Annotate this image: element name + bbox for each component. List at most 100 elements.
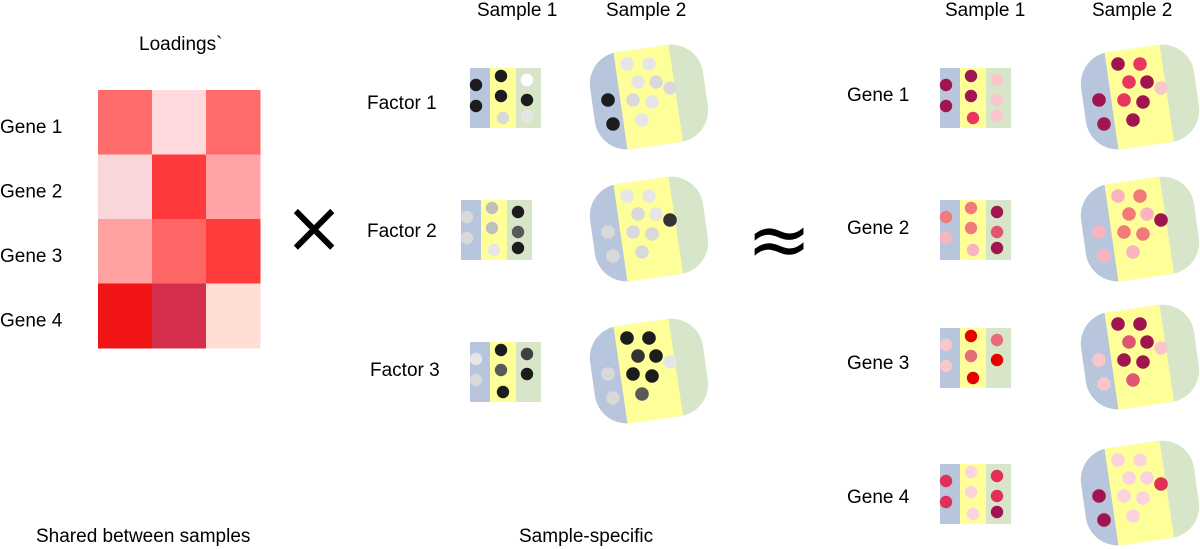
spot — [496, 385, 510, 399]
spot — [1092, 93, 1106, 107]
spot — [601, 225, 615, 239]
spot — [520, 109, 534, 123]
gene-row-label: Gene 4 — [847, 487, 910, 508]
approx-icon: ≈ — [746, 195, 811, 285]
spot — [635, 245, 649, 259]
spot — [1122, 75, 1136, 89]
spot — [1097, 513, 1111, 527]
heatmap-cell — [152, 283, 207, 349]
spot — [460, 231, 474, 245]
spot — [966, 111, 980, 125]
spot — [626, 225, 640, 239]
spot — [1111, 57, 1125, 71]
factor-sample-1-header: Sample 1 — [477, 0, 558, 21]
spot — [620, 189, 634, 203]
spot — [1111, 317, 1125, 331]
spot — [601, 367, 615, 381]
region-blue — [940, 328, 960, 388]
spot — [939, 474, 953, 488]
heatmap-cell — [98, 154, 153, 220]
spot — [1136, 355, 1150, 369]
spot — [1126, 245, 1140, 259]
spot — [1133, 453, 1147, 467]
spot — [1092, 489, 1106, 503]
gene-row-label: Gene 2 — [847, 218, 909, 239]
spot — [990, 93, 1004, 107]
spot — [645, 227, 659, 241]
spot — [649, 349, 663, 363]
spot — [1122, 335, 1136, 349]
spot — [601, 93, 615, 107]
spot — [511, 225, 525, 239]
heatmap-cell — [152, 219, 207, 284]
spot — [663, 355, 677, 369]
spot — [1111, 189, 1125, 203]
spot — [964, 201, 978, 215]
gene-label: Gene 2 — [0, 182, 62, 203]
spot — [494, 363, 508, 377]
spot — [1133, 57, 1147, 71]
spot — [649, 75, 663, 89]
region-blue — [470, 342, 490, 402]
loadings-heatmap — [98, 90, 261, 349]
spot — [626, 93, 640, 107]
spot — [663, 81, 677, 95]
gene-sample-1-map — [939, 328, 1011, 388]
spot — [645, 369, 659, 383]
spot — [1111, 453, 1125, 467]
spot — [939, 495, 953, 509]
spot — [1133, 317, 1147, 331]
spot — [1097, 377, 1111, 391]
factor-sample-2-map — [585, 40, 713, 154]
spot — [460, 210, 474, 224]
spot — [520, 367, 534, 381]
gene-sample-1-map — [939, 68, 1011, 128]
spot — [1136, 95, 1150, 109]
spot — [485, 201, 499, 215]
heatmap-cell — [98, 219, 153, 284]
spot — [939, 99, 953, 113]
gene-sample-2-map — [1076, 40, 1200, 154]
gene-sample-1-header: Sample 1 — [945, 0, 1026, 21]
spot — [520, 347, 534, 361]
spot — [966, 243, 980, 257]
spot — [1117, 353, 1131, 367]
gene-sample-1-map — [939, 464, 1011, 524]
factor-sample-1-map — [469, 68, 541, 128]
heatmap-cell — [206, 154, 261, 220]
spot — [663, 213, 677, 227]
spot — [631, 349, 645, 363]
gene-sample-2-map — [1076, 172, 1200, 286]
spot — [1092, 225, 1106, 239]
spot — [642, 57, 656, 71]
spot — [964, 69, 978, 83]
factor-sample-2-header: Sample 2 — [606, 0, 687, 21]
spot — [964, 89, 978, 103]
spot — [939, 231, 953, 245]
spot — [520, 93, 534, 107]
spot — [606, 249, 620, 263]
spot — [649, 207, 663, 221]
spot — [964, 329, 978, 343]
spot — [1122, 471, 1136, 485]
spot — [1154, 213, 1168, 227]
gene-label: Gene 4 — [0, 311, 63, 332]
gene-label: Gene 3 — [0, 246, 62, 267]
spot — [1136, 491, 1150, 505]
spot — [511, 205, 525, 219]
spot — [1154, 477, 1168, 491]
spot — [966, 371, 980, 385]
spot — [1117, 489, 1131, 503]
gene-label: Gene 1 — [0, 117, 62, 138]
gene-sample-2-map — [1076, 300, 1200, 414]
heatmap-cell — [98, 283, 153, 349]
spot — [1140, 207, 1154, 221]
heatmap-cell — [152, 90, 207, 155]
spot — [620, 331, 634, 345]
spot — [1117, 225, 1131, 239]
spot — [1140, 335, 1154, 349]
footer-specific-caption: Sample-specific — [519, 526, 654, 547]
spot — [1117, 93, 1131, 107]
spot — [1133, 189, 1147, 203]
